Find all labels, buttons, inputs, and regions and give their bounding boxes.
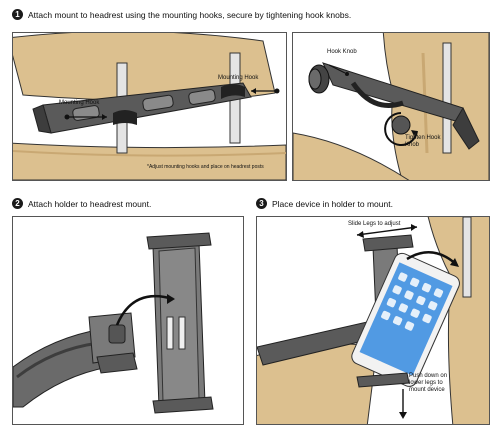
step-1-number: 1	[12, 9, 23, 20]
step-3-text: Place device in holder to mount.	[272, 198, 393, 209]
label-adjust-note: *Adjust mounting hooks and place on head…	[147, 164, 264, 170]
step-3-header: 3 Place device in holder to mount.	[256, 198, 393, 209]
step-2-header: 2 Attach holder to headrest mount.	[12, 198, 151, 209]
place-device-illustration	[257, 217, 489, 424]
step-3-number: 3	[256, 198, 267, 209]
panel-place-device: Slide Legs to adjust Push down on lower …	[256, 216, 490, 425]
hook-knob-illustration	[293, 33, 489, 180]
label-mounting-hook-left: Mounting Hook	[59, 100, 100, 106]
step-2-text: Attach holder to headrest mount.	[28, 198, 152, 209]
mount-hooks-illustration	[13, 33, 286, 180]
step-2-number: 2	[12, 198, 23, 209]
label-slide-legs: Slide Legs to adjust	[347, 221, 402, 228]
label-push-down: Push down on lower legs to mount device	[409, 373, 448, 393]
label-tighten-hook-knob: Tighten Hook Knob	[405, 135, 441, 148]
label-hook-knob: Hook Knob	[327, 49, 357, 55]
label-mounting-hook-right: Mounting Hook	[218, 75, 259, 81]
step-1-text: Attach mount to headrest using the mount…	[28, 9, 352, 20]
attach-holder-illustration	[13, 232, 214, 414]
panel-mount-hooks: Mounting Hook Mounting Hook *Adjust moun…	[12, 32, 287, 181]
step-1-header: 1 Attach mount to headrest using the mou…	[12, 9, 351, 20]
panel-hook-knob: Hook Knob Tighten Hook Knob	[292, 32, 490, 181]
panel-attach-holder	[12, 216, 244, 425]
